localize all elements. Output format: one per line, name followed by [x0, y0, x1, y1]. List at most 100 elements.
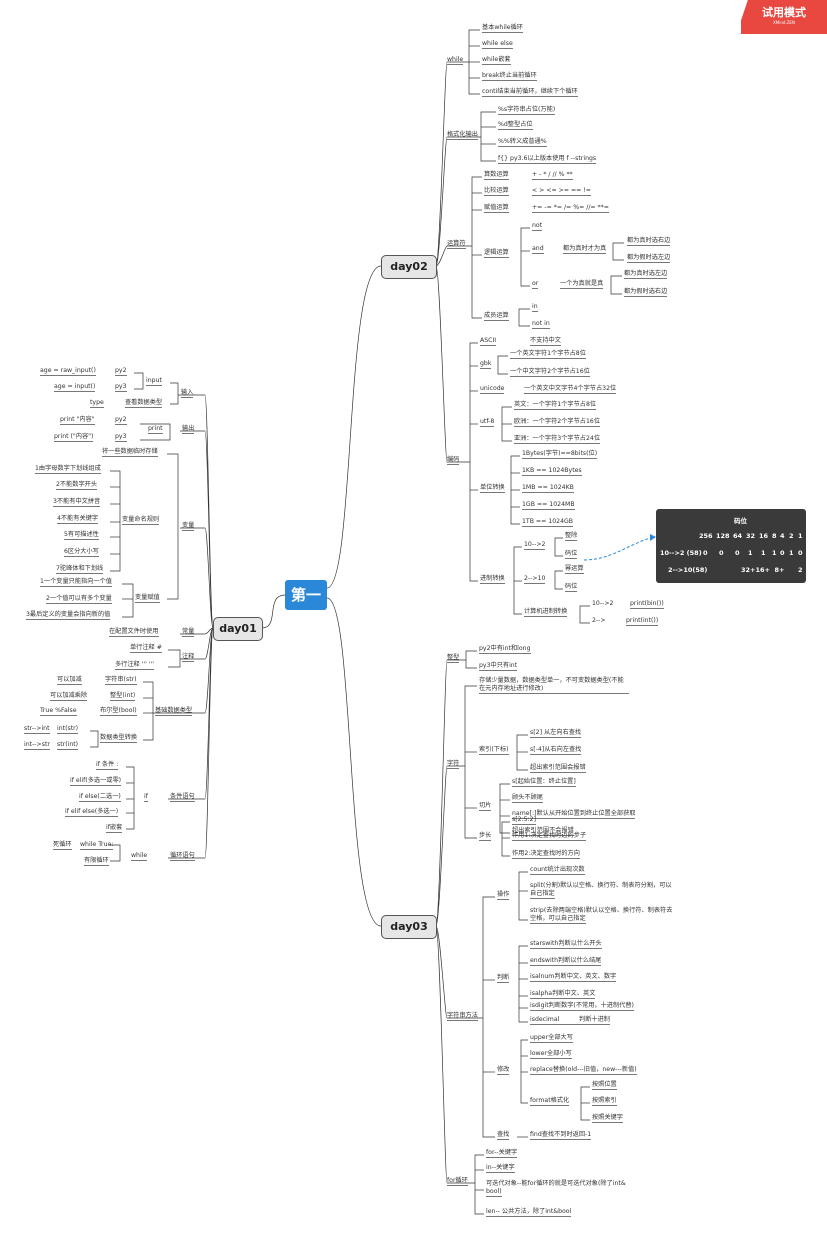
cond-sub[interactable]: if [144, 793, 148, 802]
for-c-1[interactable]: 可迭代对象--能for循环的就是可迭代对象(除了int& [486, 1180, 626, 1187]
rule-item[interactable]: 4不能有关键字 [57, 515, 99, 524]
format-item[interactable]: 按照关键字 [592, 1114, 623, 1123]
conv-a[interactable]: int(str) [57, 725, 79, 734]
arith-op[interactable]: 算数运算 [484, 171, 509, 180]
op-split-1[interactable]: split(分割)默认以空格、换行符、制表符分割，可以 [530, 882, 672, 889]
for-b[interactable]: in--关键字 [486, 1164, 515, 1173]
logic-and[interactable]: and [532, 245, 544, 254]
variable-rules-label[interactable]: 变量命名规则 [122, 516, 160, 525]
while-item[interactable]: break终止当前循环 [482, 72, 537, 81]
topic-str[interactable]: 字符 [447, 760, 460, 769]
base-calc-b[interactable]: 2--> [592, 617, 606, 624]
conv-b[interactable]: str(int) [57, 741, 79, 750]
topic-variable[interactable]: 变量 [182, 522, 195, 531]
str-index[interactable]: 索引(下标) [479, 746, 509, 755]
enc-base[interactable]: 进制转换 [480, 575, 505, 584]
fmt-item[interactable]: %s字符串占位(万能) [498, 106, 556, 115]
topic-int[interactable]: 整型 [447, 654, 460, 663]
input-py2[interactable]: age = raw_input() [40, 367, 96, 376]
output-sub[interactable]: print [148, 425, 163, 434]
type-bool[interactable]: 布尔型(bool) [100, 707, 137, 716]
mod-upper[interactable]: upper全部大写 [530, 1034, 573, 1043]
slice-item[interactable]: s[起始位置：终止位置] [512, 778, 576, 787]
type-bool-desc[interactable]: True %False [40, 707, 77, 716]
method-judge[interactable]: 判断 [497, 974, 510, 983]
while-item[interactable]: 基本while循环 [482, 24, 523, 33]
unit-item[interactable]: 1TB == 1024GB [522, 518, 574, 527]
logic-and-b[interactable]: 都为假时选左边 [627, 254, 671, 263]
rule-item[interactable]: 2不能数字开头 [56, 481, 98, 490]
slice-item[interactable]: 超出索引范围不会报错 [512, 827, 574, 836]
base-calc[interactable]: 计算机进制转换 [524, 608, 568, 617]
index-item[interactable]: 超出索引范围会报错 [530, 764, 586, 773]
output-py3-tag[interactable]: py3 [115, 433, 127, 442]
member-not-in[interactable]: not in [532, 320, 550, 329]
topic-output[interactable]: 输出 [182, 425, 195, 434]
type-int[interactable]: 整型(int) [110, 692, 136, 701]
type-str-desc[interactable]: 可以加减 [57, 676, 82, 685]
base-2-10[interactable]: 2-->10 [524, 575, 546, 584]
enc-unit[interactable]: 单位转换 [480, 484, 505, 493]
str-step[interactable]: 步长 [479, 832, 492, 841]
enc-gbk-b[interactable]: 一个中文字符2个字节占16位 [510, 368, 590, 377]
compare-op-values[interactable]: < > <= >= == != [532, 187, 591, 196]
topic-data-types[interactable]: 基础数据类型 [155, 707, 193, 716]
base-10-2-a[interactable]: 整除 [565, 532, 578, 541]
conv-a-desc[interactable]: str-->int [24, 725, 50, 734]
enc-unicode-desc[interactable]: 一个英文中文字节4个字节占32位 [524, 385, 617, 394]
for-a[interactable]: for--关键字 [486, 1149, 518, 1158]
int-b[interactable]: py3中只有int [479, 662, 518, 671]
op-strip-1[interactable]: strip(去除两端空格)默认以空格、换行符、制表符去 [530, 907, 673, 914]
fmt-item[interactable]: f{} py3.6以上版本使用 f --strings [498, 155, 597, 164]
comment-multi[interactable]: 多行注释 ''' ''' [115, 661, 154, 670]
step-item[interactable]: s[2:5:2] [512, 816, 537, 825]
unit-item[interactable]: 1Bytes(字节)==8bits(位) [522, 450, 598, 459]
base-calc-a[interactable]: 10-->2 [592, 600, 614, 607]
topic-for-loop[interactable]: for循环 [447, 1177, 468, 1186]
rule-item[interactable]: 6区分大小写 [64, 548, 99, 557]
assign-item[interactable]: 2一个值可以有多个变量 [46, 595, 112, 604]
step-item[interactable]: 作用1:决定查找时迈的步子 [512, 832, 587, 841]
op-strip-2[interactable]: 空格，可以自己指定 [530, 915, 586, 924]
int-a[interactable]: py2中有int和long [479, 645, 531, 654]
op-count[interactable]: count统计出现次数 [530, 866, 585, 875]
cond-item[interactable]: if else(二选一) [79, 793, 121, 802]
rule-item[interactable]: 5有可描述性 [64, 531, 99, 540]
enc-utf8-a[interactable]: 英文：一个字符1个字节占8位 [514, 401, 597, 410]
str-desc[interactable]: 存储少量数据，数据类型单一，不可变数据类型(不能在元内存地址进行修改) [479, 677, 629, 694]
rule-item[interactable]: 7驼峰体和下划线 [56, 565, 104, 574]
logic-or-desc[interactable]: 一个为真就是真 [560, 280, 604, 289]
member-in[interactable]: in [532, 303, 538, 312]
input-sub[interactable]: input [146, 377, 162, 386]
judge-item[interactable]: isdecimal 判断十进制 [530, 1016, 610, 1025]
input-py3[interactable]: age = input() [54, 383, 96, 392]
loop-a[interactable]: while True: [80, 841, 114, 850]
method-mod[interactable]: 修改 [497, 1066, 510, 1075]
day01-node[interactable]: day01 [213, 617, 263, 641]
logic-not[interactable]: not [532, 222, 543, 231]
topic-str-methods[interactable]: 字符串方法 [447, 1012, 478, 1021]
logic-or[interactable]: or [532, 280, 539, 289]
mod-lower[interactable]: lower全部小写 [530, 1050, 572, 1059]
step-item[interactable]: 作用2:决定查找时的方向 [512, 850, 580, 859]
enc-gbk[interactable]: gbk [480, 360, 492, 369]
base-2-10-a[interactable]: 幂运算 [565, 565, 584, 574]
trial-mode-badge[interactable]: 试用模式 XMind.ZEN [741, 0, 827, 34]
format-item[interactable]: 按照索引 [592, 1097, 617, 1106]
method-op[interactable]: 操作 [497, 891, 510, 900]
cond-item[interactable]: if嵌套 [106, 824, 123, 833]
judge-item[interactable]: isalpha判断中文、英文 [530, 990, 596, 999]
judge-item[interactable]: isalnum判断中文、英文、数字 [530, 973, 617, 982]
assign-op[interactable]: 赋值运算 [484, 204, 509, 213]
day03-node[interactable]: day03 [381, 915, 437, 939]
unit-item[interactable]: 1MB == 1024KB [522, 484, 574, 493]
find-desc[interactable]: find查找不到时返回-1 [530, 1131, 592, 1140]
topic-loop[interactable]: 循环语句 [170, 852, 195, 861]
conv-b-desc[interactable]: int-->str [24, 741, 50, 750]
judge-item[interactable]: isdigit判断数字(不常用，十进制代替) [530, 1002, 634, 1011]
slice-item[interactable]: name[:]默认从开始位置到终止位置全部获取 [512, 810, 636, 819]
format-item[interactable]: 按照位置 [592, 1081, 617, 1090]
root-node[interactable]: 第一周 [285, 580, 327, 634]
topic-conditions[interactable]: 条件语句 [170, 793, 195, 802]
enc-utf8[interactable]: utf-8 [480, 418, 495, 427]
